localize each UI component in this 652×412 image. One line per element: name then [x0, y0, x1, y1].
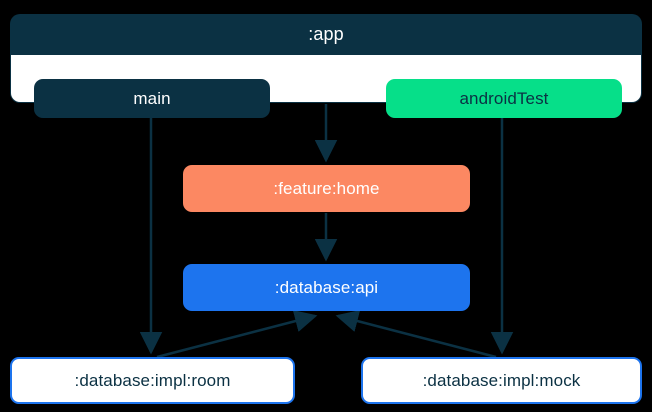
source-set-androidtest[interactable]: androidTest: [386, 79, 622, 118]
module-node-database-impl-room[interactable]: :database:impl:room: [10, 357, 295, 404]
app-source-sets-region: main androidTest: [11, 55, 641, 118]
module-node-feature-home[interactable]: :feature:home: [183, 165, 470, 212]
module-app-label: :app: [308, 24, 344, 44]
module-node-database-api[interactable]: :database:api: [183, 264, 470, 311]
source-set-main[interactable]: main: [34, 79, 270, 118]
edge-database-impl-mock-to-database-api: [335, 310, 497, 359]
module-app-container[interactable]: :app main androidTest: [10, 14, 642, 118]
edge-database-impl-room-to-database-api: [156, 310, 318, 359]
module-node-database-impl-mock[interactable]: :database:impl:mock: [361, 357, 642, 404]
